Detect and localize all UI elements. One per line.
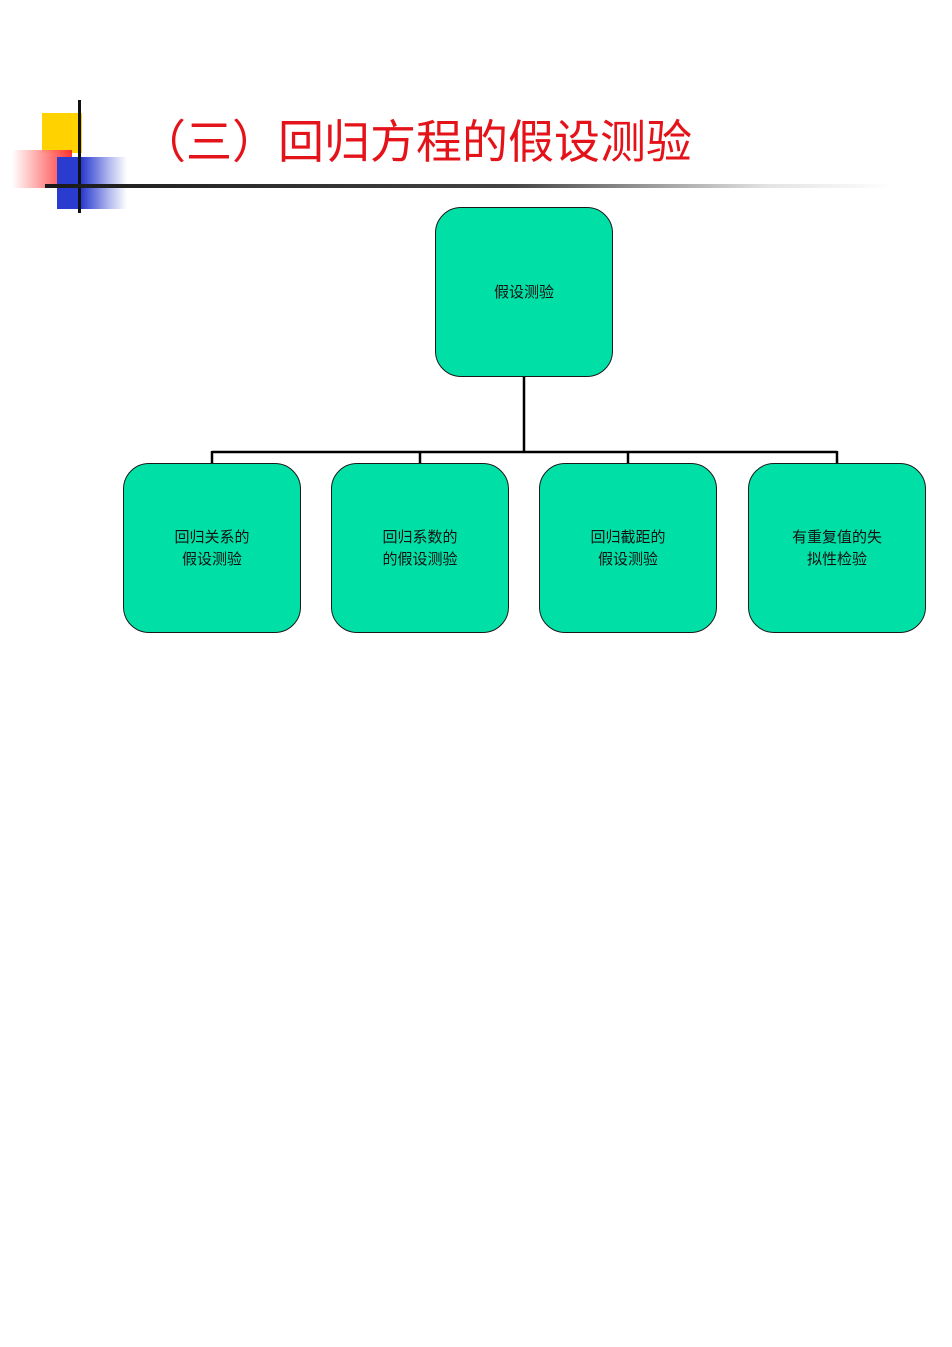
node-label-line2: 拟性检验 [806, 550, 867, 568]
node-label-line2: 的假设测验 [382, 550, 458, 568]
node-regression-relation-test: 回归关系的 假设测验 [123, 463, 301, 633]
node-label-line2: 假设测验 [181, 550, 242, 568]
decor-yellow-square [42, 113, 82, 153]
decor-vertical-line [78, 100, 81, 213]
node-label: 假设测验 [493, 283, 554, 301]
page-title: （三）回归方程的假设测验 [140, 115, 692, 169]
node-label-line1: 有重复值的失 [791, 528, 882, 546]
title-underline [45, 184, 895, 188]
node-lack-of-fit-test: 有重复值的失 拟性检验 [748, 463, 926, 633]
node-label-line1: 回归关系的 [174, 528, 250, 546]
node-hypothesis-test: 假设测验 [435, 207, 613, 377]
decor-blue-square [57, 157, 127, 209]
node-label-line2: 假设测验 [597, 550, 658, 568]
node-label-line1: 回归截距的 [590, 528, 666, 546]
node-label-line1: 回归系数的 [382, 528, 458, 546]
node-regression-intercept-test: 回归截距的 假设测验 [539, 463, 717, 633]
node-regression-coefficient-test: 回归系数的 的假设测验 [331, 463, 509, 633]
